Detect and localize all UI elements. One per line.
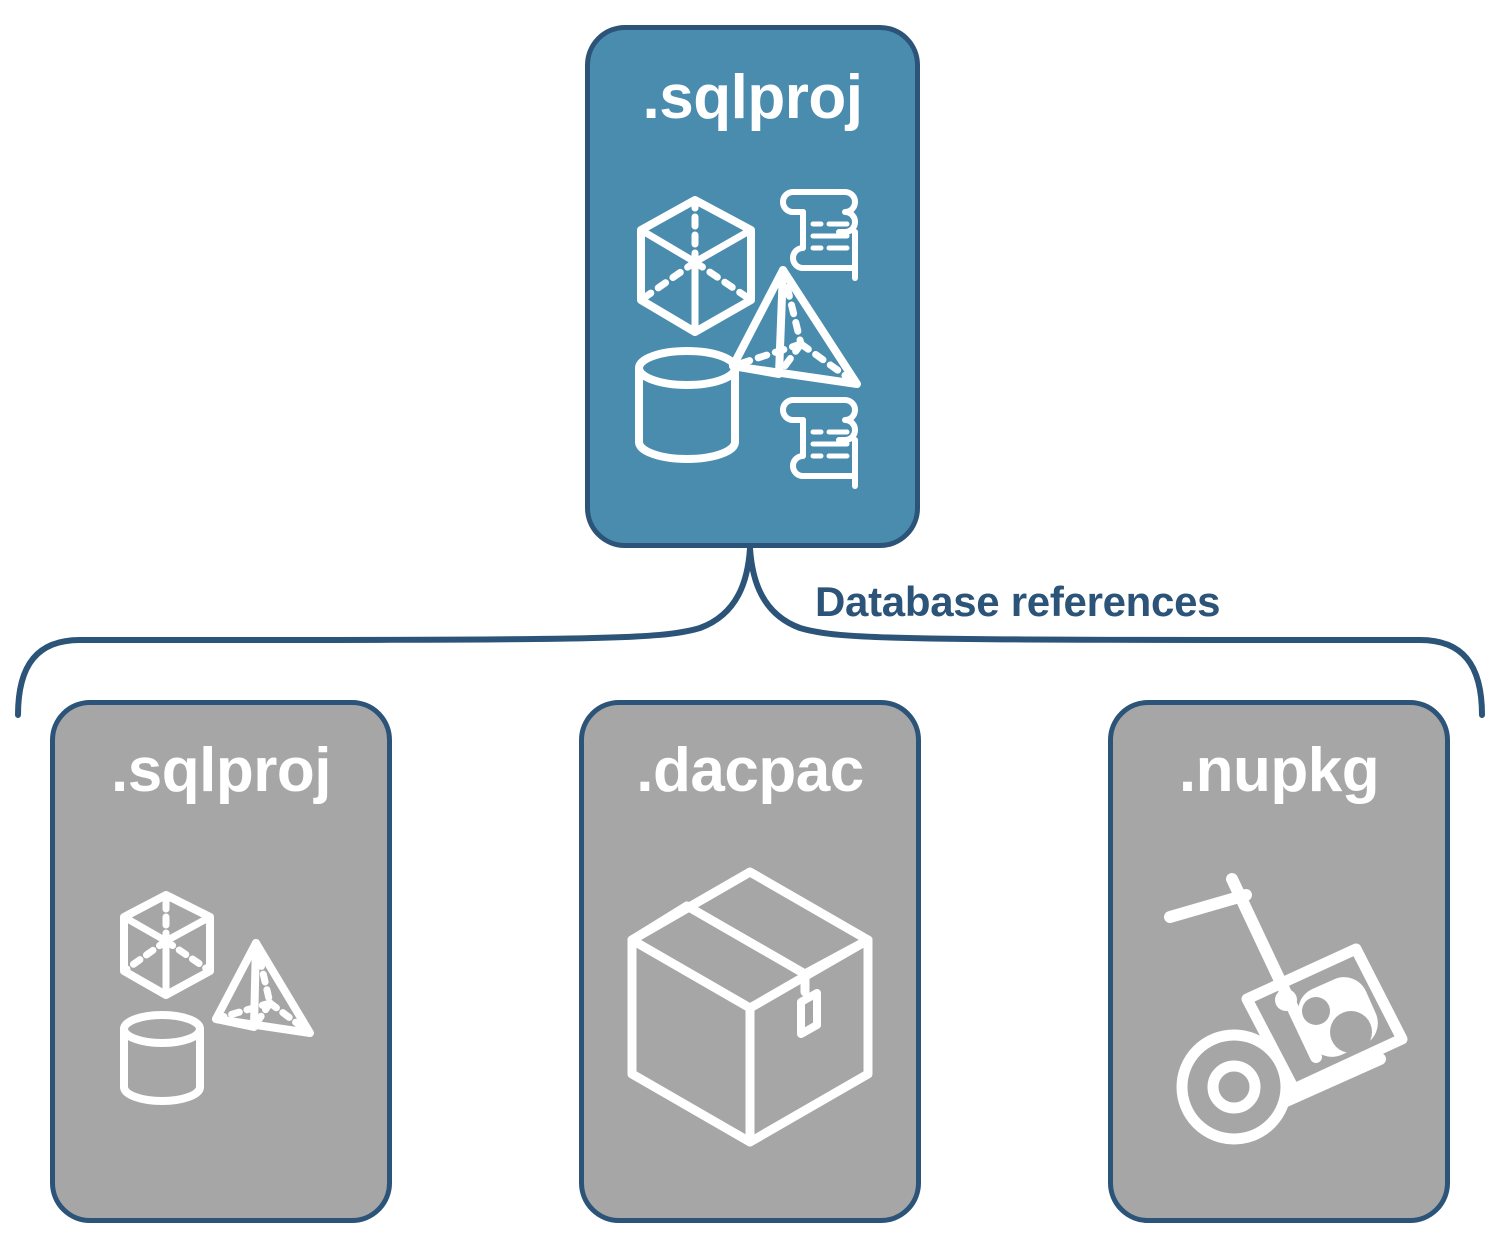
card-title: .sqlproj <box>111 736 331 805</box>
scroll-icon <box>779 189 858 281</box>
node-card-ref-dacpac[interactable]: .dacpac <box>579 700 921 1223</box>
database-objects-icon-group <box>634 189 861 489</box>
database-objects-icon-group <box>120 891 314 1105</box>
card-title: .dacpac <box>636 736 864 805</box>
pyramid-icon <box>728 266 861 388</box>
cube-icon <box>120 891 214 999</box>
card-title: .sqlproj <box>642 63 863 132</box>
dacpac-icon-cluster <box>584 806 916 1218</box>
node-card-ref-nupkg[interactable]: .nupkg <box>1108 700 1450 1223</box>
root-icon-cluster <box>590 133 915 543</box>
connector-label: Database references <box>815 578 1221 625</box>
sqlproj-icon-cluster <box>55 806 387 1218</box>
card-title: .nupkg <box>1178 736 1380 805</box>
node-card-ref-sqlproj[interactable]: .sqlproj <box>50 700 392 1223</box>
nupkg-icon-cluster <box>1113 806 1445 1218</box>
package-box-icon <box>627 867 873 1147</box>
pyramid-icon <box>212 939 314 1037</box>
database-references-bracket <box>15 545 1485 718</box>
scroll-icon <box>779 397 858 489</box>
nuget-hand-truck-icon <box>1164 873 1408 1145</box>
node-card-root-sqlproj[interactable]: .sqlproj <box>585 25 920 548</box>
cube-icon <box>636 196 755 336</box>
cylinder-icon <box>120 1011 204 1105</box>
cylinder-icon <box>634 347 739 463</box>
